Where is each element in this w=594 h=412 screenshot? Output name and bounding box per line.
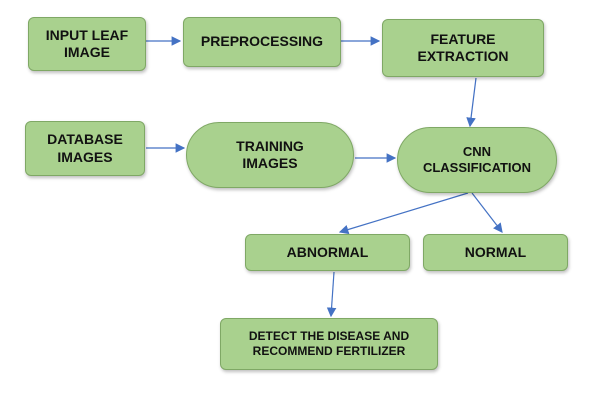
- arrow-abnormal-to-detect: [326, 271, 337, 318]
- arrow-cnn-to-normal: [471, 192, 503, 233]
- detect-disease-node: DETECT THE DISEASE AND RECOMMEND FERTILI…: [220, 318, 438, 370]
- feature-extraction-node: FEATURE EXTRACTION: [382, 19, 544, 77]
- abnormal-node: ABNORMAL: [245, 234, 410, 271]
- database-images-node: DATABASE IMAGES: [25, 121, 145, 176]
- normal-node: NORMAL: [423, 234, 568, 271]
- input-leaf-image-node: INPUT LEAF IMAGE: [28, 17, 146, 71]
- preprocessing-node: PREPROCESSING: [183, 17, 341, 67]
- arrow-feature-to-cnn: [466, 77, 477, 128]
- arrow-cnn-to-abnormal: [338, 192, 469, 235]
- cnn-classification-node: CNN CLASSIFICATION: [397, 127, 557, 193]
- training-images-node: TRAINING IMAGES: [186, 122, 354, 188]
